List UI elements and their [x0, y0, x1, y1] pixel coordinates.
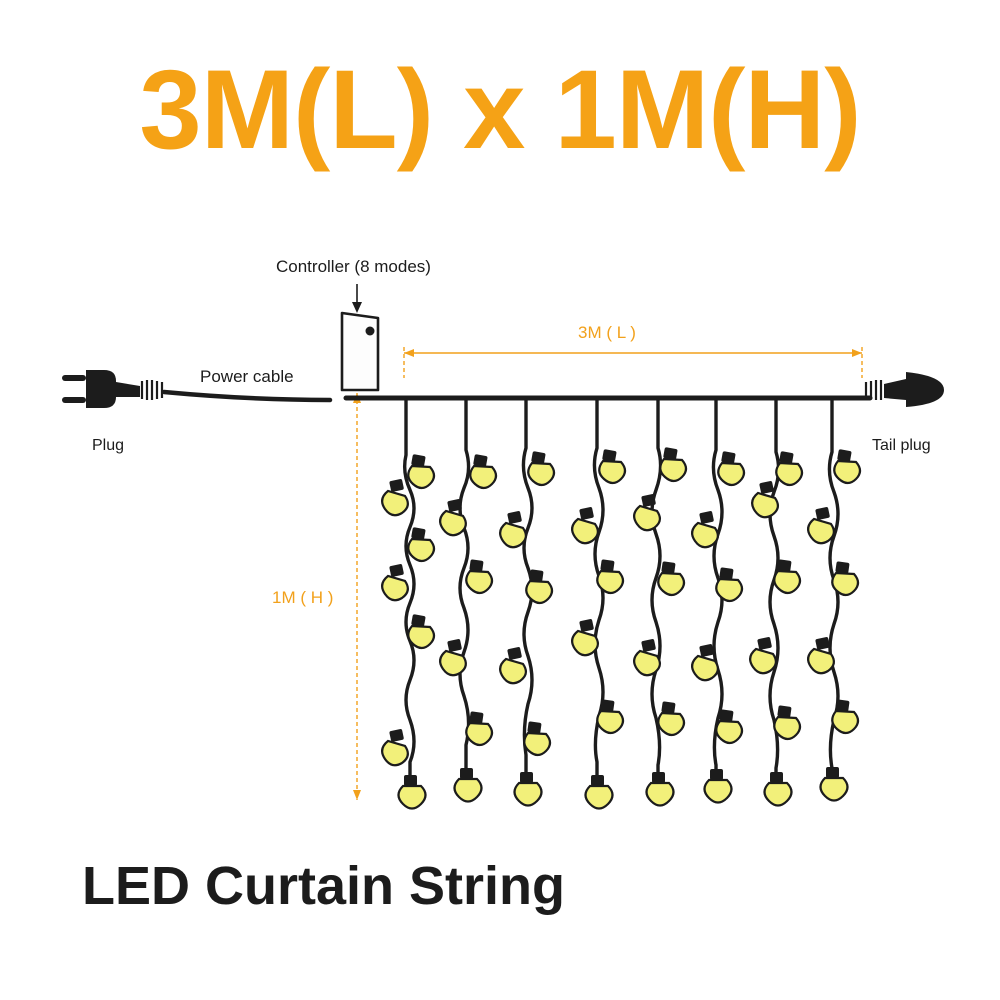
bulb — [833, 449, 862, 485]
controller-box — [340, 311, 380, 392]
bulb — [807, 507, 835, 545]
strand — [439, 396, 498, 803]
controller-label: Controller (8 modes) — [276, 257, 431, 276]
bulb — [645, 772, 675, 807]
bulb — [657, 561, 686, 597]
bulb — [527, 451, 556, 487]
length-dimension-group: 3M ( L ) — [403, 320, 863, 378]
tail-plug-label: Tail plug — [872, 437, 931, 454]
bulb — [499, 511, 527, 549]
bulb — [571, 507, 599, 545]
bulb — [773, 705, 802, 741]
bulb — [773, 559, 802, 595]
bulb — [775, 451, 804, 487]
bulb — [465, 711, 494, 747]
bulb — [584, 775, 614, 810]
strand — [691, 396, 746, 804]
bulb — [453, 768, 483, 803]
bulb — [717, 451, 746, 487]
bulb — [407, 614, 436, 650]
plug-label: Plug — [92, 437, 124, 454]
power-cable-label: Power cable — [200, 367, 294, 386]
bulb — [659, 447, 688, 483]
bulb — [657, 701, 686, 737]
bulb — [407, 454, 436, 490]
bulb — [819, 767, 849, 802]
page-title: 3M(L) x 1M(H) — [139, 47, 861, 172]
bulb — [763, 772, 793, 807]
bulb — [703, 769, 733, 804]
bulb — [691, 644, 719, 682]
tail-plug-icon — [864, 372, 944, 407]
bulb — [633, 639, 661, 677]
bulb — [751, 481, 779, 519]
bulb — [807, 637, 835, 675]
bulb — [381, 564, 409, 602]
strand — [633, 396, 688, 807]
bulb — [381, 479, 409, 517]
strand — [749, 396, 804, 807]
bulb — [598, 449, 627, 485]
strand — [571, 396, 627, 810]
bulb — [831, 561, 860, 597]
bulb — [633, 494, 661, 532]
bulb — [715, 567, 744, 603]
plug-icon — [62, 370, 164, 408]
bulb — [465, 559, 494, 595]
bulb — [596, 559, 625, 595]
strand — [381, 396, 436, 810]
bulb — [596, 699, 625, 735]
bulb — [499, 647, 527, 685]
bulb — [513, 772, 543, 807]
bulb — [407, 527, 436, 563]
bulb-strands — [381, 396, 862, 810]
bulb — [749, 637, 777, 675]
bulb — [469, 454, 498, 490]
controller-annotation: Controller (8 modes) — [276, 257, 431, 313]
bulb — [439, 639, 467, 677]
bulb — [439, 499, 467, 537]
strand — [807, 396, 862, 802]
height-dimension-group: 1M ( H ) — [268, 393, 361, 800]
bulb — [397, 775, 427, 810]
bulb — [691, 511, 719, 549]
bulb — [523, 721, 552, 757]
height-dimension-label: 1M ( H ) — [272, 588, 333, 607]
strand — [499, 396, 556, 807]
length-dimension-label: 3M ( L ) — [578, 323, 636, 342]
bulb — [571, 619, 599, 657]
bulb — [525, 569, 554, 605]
bulb — [381, 729, 409, 767]
bulb — [715, 709, 744, 745]
product-caption: LED Curtain String — [82, 856, 565, 916]
bulb — [831, 699, 860, 735]
